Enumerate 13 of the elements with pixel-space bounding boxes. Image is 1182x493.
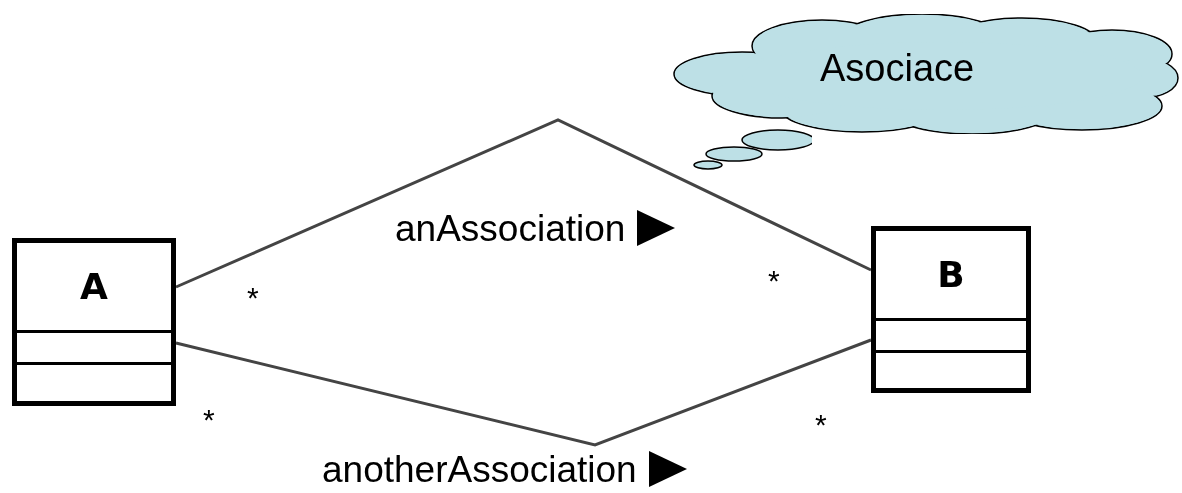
class-name: B bbox=[937, 254, 965, 295]
multiplicity-label: * bbox=[203, 405, 215, 435]
multiplicity-label: * bbox=[247, 283, 259, 313]
class-box bbox=[12, 238, 176, 406]
association-line bbox=[175, 338, 872, 447]
multiplicity-label: * bbox=[815, 410, 827, 440]
association-line bbox=[175, 118, 872, 289]
edge-label: anAssociation bbox=[395, 210, 626, 247]
cloud-text: Asociace bbox=[820, 47, 975, 90]
class-name: A bbox=[80, 266, 108, 307]
class-box bbox=[871, 226, 1031, 393]
edge-label: anotherAssociation bbox=[322, 451, 637, 488]
multiplicity-label: * bbox=[768, 266, 780, 296]
